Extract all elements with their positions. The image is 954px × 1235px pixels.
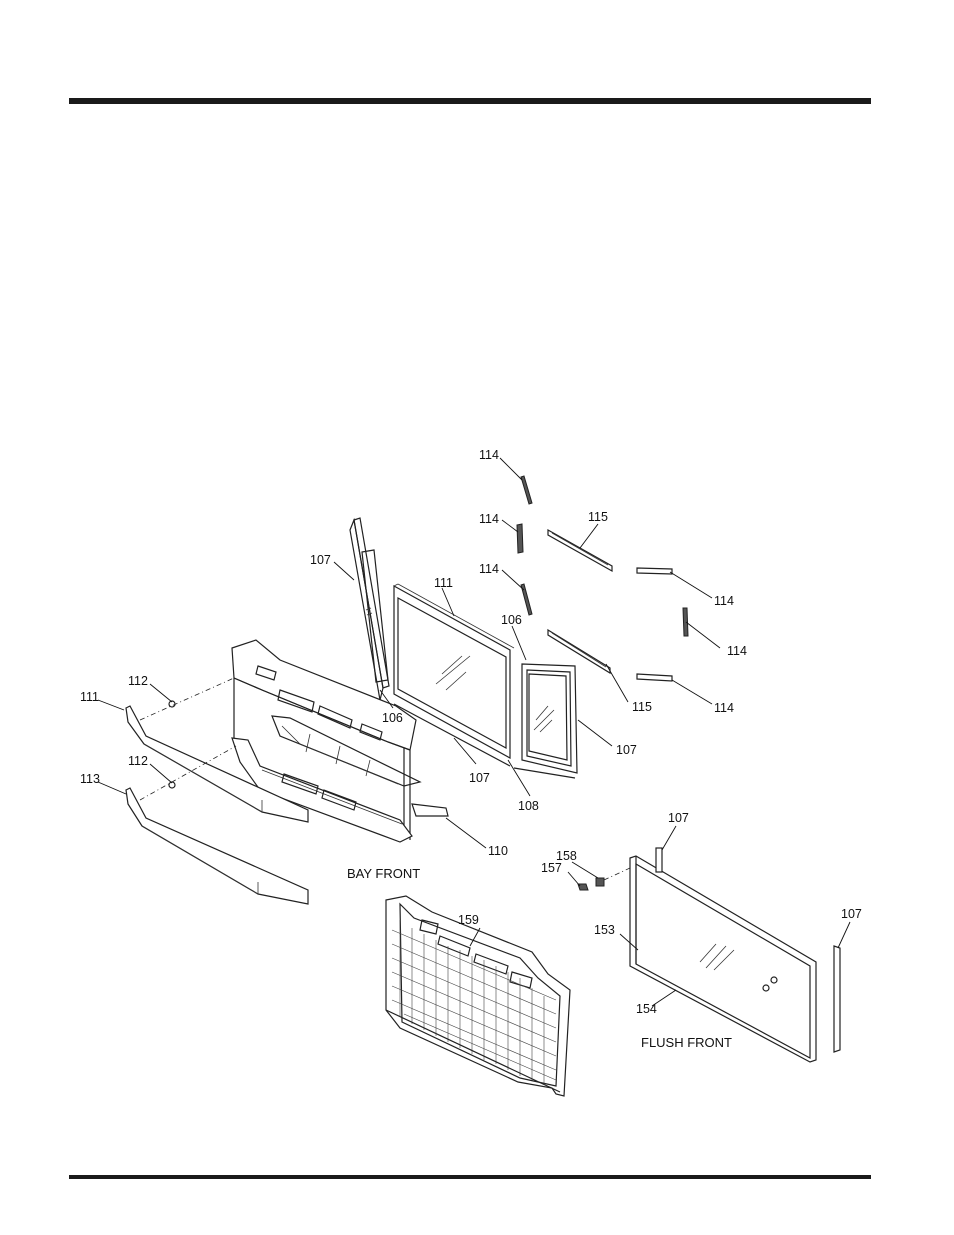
callout-114: 114	[479, 562, 499, 576]
callout-111: 111	[434, 576, 453, 590]
callout-114: 114	[479, 512, 499, 526]
callout-114: 114	[727, 644, 747, 658]
callout-159: 159	[458, 913, 479, 927]
callout-106: 106	[382, 711, 403, 725]
retainer-strips	[517, 476, 688, 681]
callout-108: 108	[518, 799, 539, 813]
callout-114: 114	[714, 594, 734, 608]
callout-114: 114	[479, 448, 499, 462]
callout-154: 154	[636, 1002, 657, 1016]
callout-115: 115	[588, 510, 608, 524]
callout-153: 153	[594, 923, 615, 937]
callout-157: 157	[541, 861, 562, 875]
side-glass-panel-left	[350, 518, 389, 700]
callout-106: 106	[501, 613, 522, 627]
callout-107: 107	[310, 553, 331, 567]
side-glass-panel-right	[514, 664, 577, 778]
callout-111: 111	[80, 690, 99, 704]
caption-bay-front: BAY FRONT	[347, 866, 420, 881]
callout-112: 112	[128, 754, 148, 768]
callout-115: 115	[632, 700, 652, 714]
callout-113: 113	[80, 772, 100, 786]
callout-107: 107	[668, 811, 689, 825]
callout-114: 114	[714, 701, 734, 715]
caption-flush-front: FLUSH FRONT	[641, 1035, 732, 1050]
bay-trim-upper	[126, 706, 308, 822]
callout-112: 112	[128, 674, 148, 688]
flush-front-panel	[578, 848, 840, 1062]
callout-110: 110	[488, 844, 508, 858]
callout-107: 107	[469, 771, 490, 785]
fastener-157-158	[578, 878, 604, 890]
callout-107: 107	[616, 743, 637, 757]
callout-107: 107	[841, 907, 862, 921]
